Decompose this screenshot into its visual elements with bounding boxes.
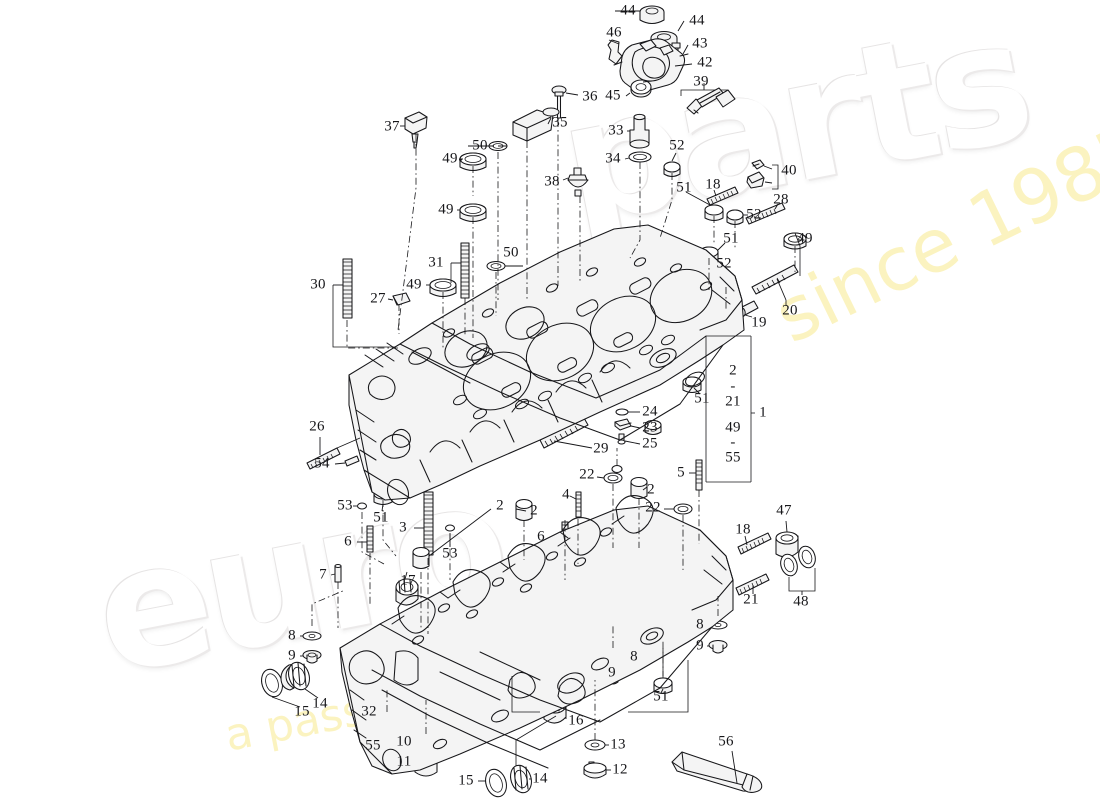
callout-label-27: 27 xyxy=(370,290,386,307)
callout-label-45: 45 xyxy=(605,87,621,104)
callout-label-48: 48 xyxy=(793,593,809,610)
callout-label-51: 51 xyxy=(723,230,739,247)
callout-label-52: 52 xyxy=(716,255,732,272)
callout-label-49: 49 xyxy=(442,150,458,167)
callout-label-17: 17 xyxy=(400,572,416,589)
callout-label-2: 2 xyxy=(530,502,538,519)
callout-label-11: 11 xyxy=(396,753,412,770)
callout-label-51: 51 xyxy=(653,688,669,705)
callout-label-18: 18 xyxy=(705,176,721,193)
callout-label-30: 30 xyxy=(310,276,326,293)
top-bracket-assembly xyxy=(607,5,736,115)
callout-label-14: 14 xyxy=(532,770,548,787)
engine-block-lower xyxy=(339,495,734,775)
callout-label-40: 40 xyxy=(781,162,797,179)
callout-label-34: 34 xyxy=(605,150,621,167)
callout-label-51: 51 xyxy=(373,509,389,526)
callout-label-55: 55 xyxy=(365,737,381,754)
callout-label-8: 8 xyxy=(696,616,704,633)
callout-label-16: 16 xyxy=(568,712,584,729)
callout-label-36: 36 xyxy=(582,88,598,105)
callout-label-2: 2 xyxy=(729,362,737,379)
callout-label-50: 50 xyxy=(503,244,519,261)
callout-label-9: 9 xyxy=(608,664,616,681)
callout-label-47: 47 xyxy=(776,502,792,519)
callout-label-9: 9 xyxy=(288,647,296,664)
callout-label-19: 19 xyxy=(751,314,767,331)
callout-label-8: 8 xyxy=(288,627,296,644)
callout-label-37: 37 xyxy=(384,118,400,135)
callout-label-15: 15 xyxy=(294,703,310,720)
callout-label-21: 21 xyxy=(743,591,759,608)
callout-label-23: 23 xyxy=(642,419,658,436)
callout-label-12: 12 xyxy=(612,761,628,778)
callout-label-dash: - xyxy=(730,434,736,451)
callout-label-6: 6 xyxy=(537,528,545,545)
callout-label-51: 51 xyxy=(676,179,692,196)
callout-label-49: 49 xyxy=(438,201,454,218)
callout-label-26: 26 xyxy=(309,418,325,435)
callout-label-20: 20 xyxy=(782,302,798,319)
callout-label-24: 24 xyxy=(642,403,658,420)
callout-label-25: 25 xyxy=(642,435,658,452)
callout-label-35: 35 xyxy=(552,114,568,131)
callout-label-2: 2 xyxy=(496,497,504,514)
callout-label-13: 13 xyxy=(610,736,626,753)
callout-label-55: 55 xyxy=(725,449,741,466)
callout-label-15: 15 xyxy=(458,772,474,789)
callout-label-33: 33 xyxy=(608,122,624,139)
callout-label-10: 10 xyxy=(396,733,412,750)
callout-label-49: 49 xyxy=(725,419,741,436)
callout-label-8: 8 xyxy=(630,648,638,665)
callout-label-4: 4 xyxy=(562,486,570,503)
callout-label-28: 28 xyxy=(773,191,789,208)
callout-label-39: 39 xyxy=(693,73,709,90)
callout-label-3: 3 xyxy=(399,519,407,536)
callout-label-54: 54 xyxy=(314,455,330,472)
callout-label-53: 53 xyxy=(442,545,458,562)
callout-label-32: 32 xyxy=(361,703,377,720)
callout-label-31: 31 xyxy=(428,254,444,271)
callout-label-29: 29 xyxy=(593,440,609,457)
callout-label-52: 52 xyxy=(746,206,762,223)
callout-label-46: 46 xyxy=(606,24,622,41)
callout-label-51: 51 xyxy=(694,390,710,407)
callout-label-22: 22 xyxy=(579,466,595,483)
callout-label-7: 7 xyxy=(319,566,327,583)
callout-label-5: 5 xyxy=(677,464,685,481)
leader-lines xyxy=(311,120,801,766)
callout-label-14: 14 xyxy=(312,695,328,712)
callout-label-53: 53 xyxy=(337,497,353,514)
studs-and-bolts xyxy=(306,186,799,706)
callout-label-22: 22 xyxy=(645,499,661,516)
callout-label-44: 44 xyxy=(689,12,705,29)
callout-label-43: 43 xyxy=(692,35,708,52)
callout-label-38: 38 xyxy=(544,173,560,190)
upper-loose-parts xyxy=(400,85,779,197)
callout-label-18: 18 xyxy=(735,521,751,538)
callout-label-49: 49 xyxy=(406,276,422,293)
callout-label-1: 1 xyxy=(759,404,767,421)
callout-label-42: 42 xyxy=(697,54,713,71)
callout-label-44: 44 xyxy=(620,2,636,19)
callout-label-9: 9 xyxy=(696,637,704,654)
callout-label-dash: - xyxy=(730,378,736,395)
callout-label-52: 52 xyxy=(669,137,685,154)
callout-label-6: 6 xyxy=(344,533,352,550)
callout-label-21: 21 xyxy=(725,393,741,410)
callout-label-49: 49 xyxy=(797,230,813,247)
callout-label-2: 2 xyxy=(647,481,655,498)
engine-block-upper xyxy=(348,224,745,506)
callout-label-56: 56 xyxy=(718,733,734,750)
callout-label-50: 50 xyxy=(472,137,488,154)
